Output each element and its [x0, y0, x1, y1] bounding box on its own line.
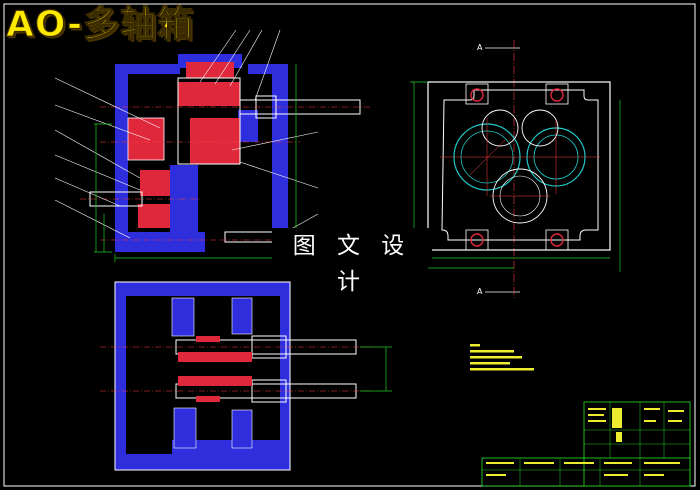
cover-plate-inner: [441, 89, 599, 241]
watermark-label: 图 文 设 计: [272, 228, 432, 295]
gearbox-outline: [177, 77, 241, 165]
technical-notes: [470, 344, 534, 371]
housing-inner-block: [170, 165, 198, 245]
output-shaft-base: [224, 231, 276, 243]
gear-left-b: [140, 170, 170, 196]
drawing-title: AO-多轴箱: [5, 3, 195, 45]
title-block: [481, 401, 691, 487]
top-dimension: [360, 346, 392, 392]
gear-left-a: [128, 118, 164, 160]
side-dimensions: [410, 81, 621, 272]
gear-circles: [453, 109, 586, 224]
cover-plate-outer: [427, 81, 611, 251]
output-shaft-lower: [89, 191, 143, 207]
left-gear-outline: [127, 117, 165, 161]
drawing-border: [3, 3, 696, 487]
housing-right-wall: [248, 64, 288, 242]
top-housing: [115, 282, 290, 470]
top-inner-bays: [171, 297, 253, 449]
section-mark-bottom: A: [477, 287, 483, 296]
section-mark-top: A: [477, 43, 483, 52]
gear-left-c: [138, 204, 170, 228]
gear-top-cap-inner: [186, 62, 234, 78]
top-centerlines: [100, 346, 370, 392]
front-view: [54, 29, 370, 262]
gear-middle: [190, 118, 240, 164]
leader-lines: [54, 29, 319, 239]
top-gears: [178, 336, 252, 402]
top-housing-outline: [114, 281, 291, 471]
side-view: [410, 40, 621, 300]
top-shafts: [175, 335, 357, 403]
bolt-holes: [470, 88, 564, 247]
top-view: [100, 281, 392, 471]
gear-upper: [178, 82, 240, 106]
bolt-hole-outlines: [465, 83, 569, 251]
gear-centerlines: [440, 118, 600, 197]
housing-inner-block-right: [238, 110, 258, 142]
